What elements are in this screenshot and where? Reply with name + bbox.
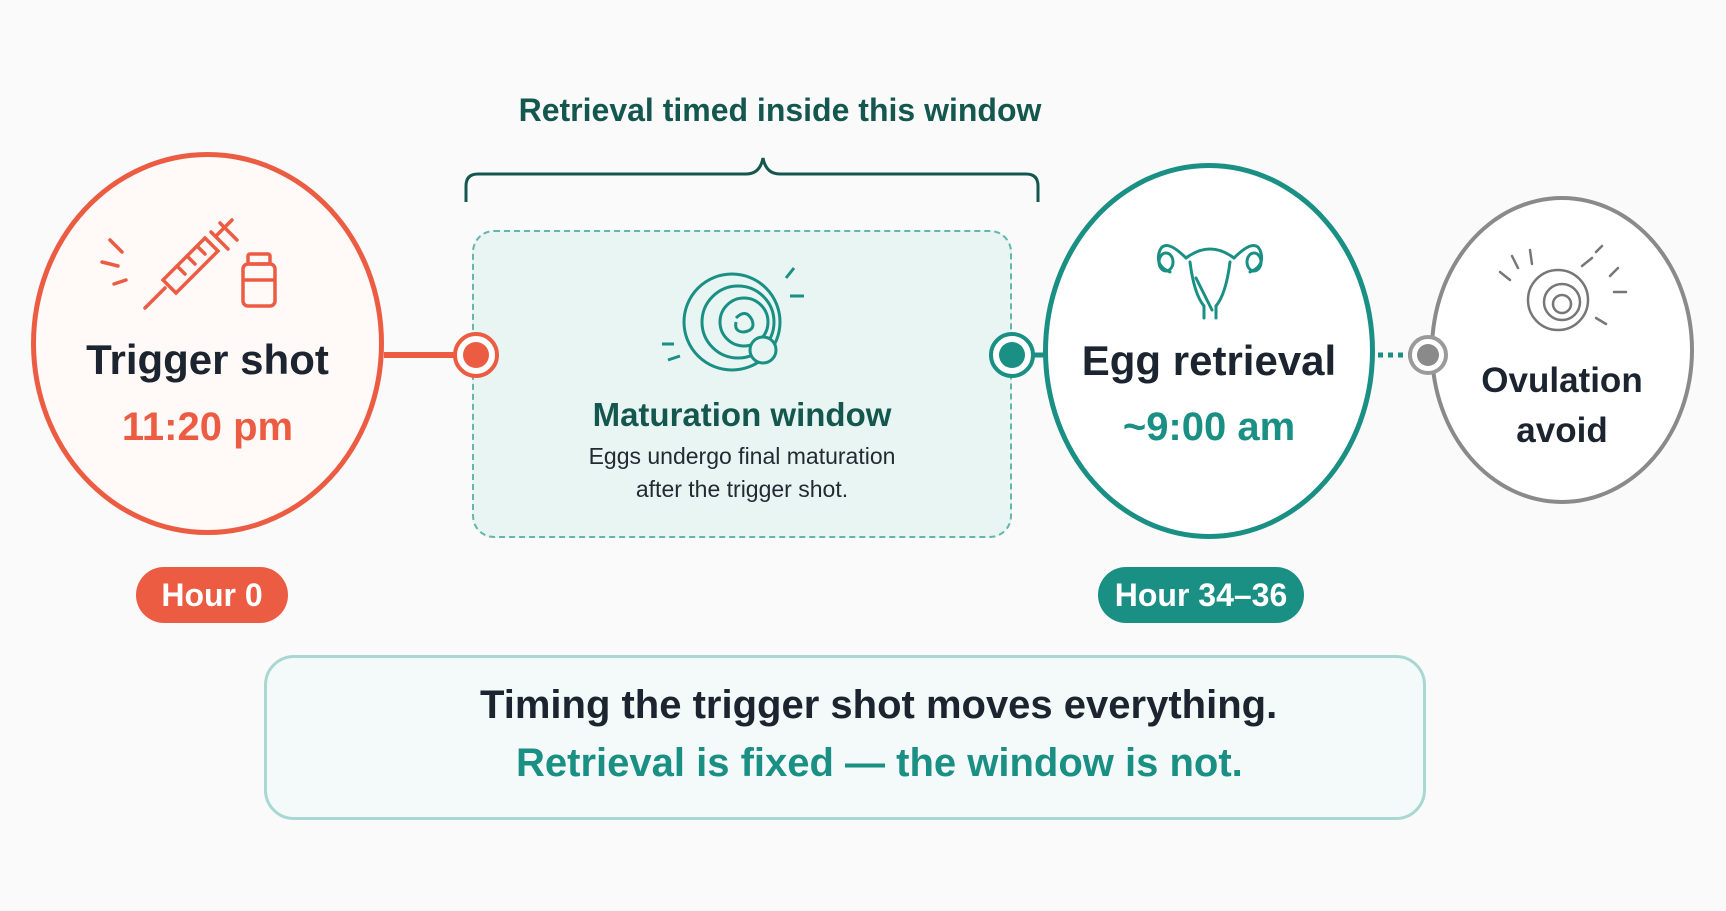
egg-follicle-icon [662,267,804,372]
trigger-shot-title: Trigger shot [86,336,329,383]
node-dot-ovulation [1408,335,1448,375]
egg-retrieval-time: ~9:00 am [1122,405,1296,449]
maturation-desc-line-2: after the trigger shot. [635,476,849,502]
timing-note-line-1: Timing the trigger shot moves everything… [480,683,1278,727]
node-dot-trigger [453,332,499,378]
trigger-shot-time: 11:20 pm [121,405,294,449]
ovulation-title: Ovulation avoid [1430,356,1694,456]
vial-icon [241,252,277,308]
hour-0-badge: Hour 0 [136,567,288,623]
ovulation-title-line-2: avoid [1516,411,1608,450]
maturation-window-box [472,230,1012,538]
egg-retrieval-title: Egg retrieval [1081,337,1337,384]
timing-note-box [264,655,1426,820]
trigger-shot-circle [31,152,384,535]
ovulation-egg-icon [1498,244,1628,332]
egg-retrieval-circle [1043,163,1375,539]
window-bracket [464,157,1040,202]
hour-34-36-badge: Hour 34–36 [1098,567,1304,623]
maturation-window-description: Eggs undergo final maturation after the … [472,440,1012,506]
ovulation-title-line-1: Ovulation [1481,361,1643,400]
node-dot-retrieval [989,332,1035,378]
uterus-icon [1156,244,1264,320]
syringe-icon [100,218,239,310]
window-bracket-label: Retrieval timed inside this window [518,92,1042,128]
maturation-desc-line-1: Eggs undergo final maturation [588,443,896,469]
maturation-window-title: Maturation window [592,396,892,433]
timing-note-line-2: Retrieval is fixed — the window is not. [516,741,1243,785]
